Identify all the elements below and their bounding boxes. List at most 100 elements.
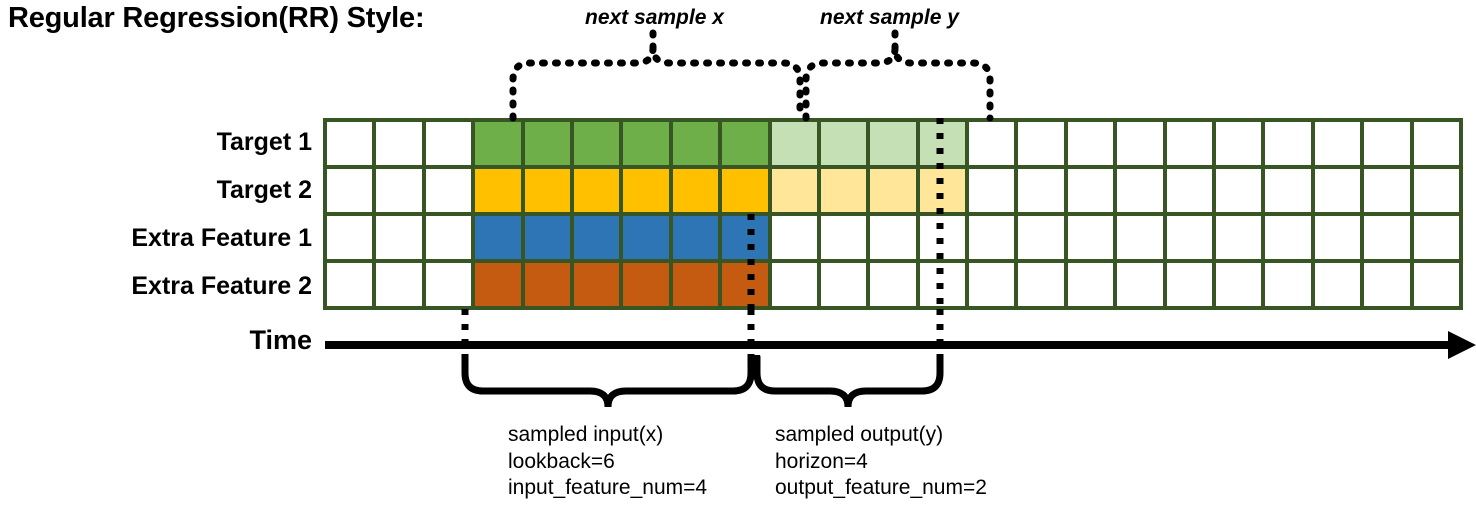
grid-cell (1117, 122, 1167, 165)
grid-row-extra-feature-2 (327, 263, 1459, 306)
grid-cell (1413, 122, 1459, 165)
grid-cell (1364, 122, 1414, 165)
grid-row-extra-feature-1 (327, 216, 1459, 263)
grid-cell (672, 216, 723, 259)
grid-cell (1413, 216, 1459, 259)
grid-cell (623, 263, 673, 306)
grid-cell (573, 263, 624, 306)
grid-cell (573, 122, 624, 165)
grid-cell (1216, 263, 1266, 306)
timeseries-grid (323, 118, 1463, 310)
grid-guide-layer (747, 118, 944, 310)
grid-cell (820, 122, 871, 165)
grid-cell (376, 216, 426, 259)
row-label-extra-feature-1: Extra Feature 1 (131, 224, 312, 252)
grid-cell (327, 169, 377, 212)
brace-sampled-output (753, 355, 944, 408)
grid-cell (1018, 263, 1068, 306)
grid-cell (672, 122, 723, 165)
grid-cell (820, 263, 871, 306)
row-label-target-2: Target 2 (216, 176, 312, 204)
grid-cell (870, 263, 920, 306)
grid-cell (1364, 169, 1414, 212)
annotation-next-sample-x: next sample x (585, 6, 724, 29)
grid-cell (672, 169, 723, 212)
grid-cell (1018, 216, 1068, 259)
grid-cell (1018, 122, 1068, 165)
grid-cell (820, 169, 871, 212)
grid-cell (722, 122, 772, 165)
grid-cell (820, 216, 871, 259)
grid-cell (425, 122, 476, 165)
grid-cell (1314, 122, 1365, 165)
grid-cell (1067, 216, 1118, 259)
grid-cell (623, 216, 673, 259)
grid-cell (919, 263, 970, 306)
grid-cell (376, 169, 426, 212)
grid-cell (969, 216, 1019, 259)
brace-next-sample-y (802, 47, 994, 122)
grid-cell (870, 122, 920, 165)
grid-cell (870, 169, 920, 212)
grid-cell (870, 216, 920, 259)
grid-cell (722, 263, 772, 306)
annotation-sampled-input-line-1: sampled input(x) (508, 423, 664, 446)
grid-cell (1265, 122, 1315, 165)
grid-cell (524, 263, 574, 306)
grid-cell (771, 263, 821, 306)
grid-cell (425, 169, 476, 212)
brace-sampled-input (461, 355, 755, 408)
annotation-sampled-output-line-3: output_feature_num=2 (775, 476, 987, 500)
grid-row-target-2 (327, 169, 1459, 216)
grid-cell (919, 216, 970, 259)
grid-cell (1166, 122, 1217, 165)
grid-cell (623, 169, 673, 212)
grid-cell (1314, 263, 1365, 306)
annotation-sampled-output-line-2: horizon=4 (775, 449, 868, 473)
annotation-next-sample-y: next sample y (820, 6, 959, 29)
grid-cell (524, 216, 574, 259)
annotation-sampled-output: sampled output(y) horizon=4 output_featu… (775, 422, 987, 502)
grid-cell (771, 169, 821, 212)
grid-cell (1216, 122, 1266, 165)
grid-cell (524, 169, 574, 212)
grid-cell (623, 122, 673, 165)
grid-cell (1067, 169, 1118, 212)
grid-cell (1216, 169, 1266, 212)
grid-cell (327, 122, 377, 165)
grid-cell (475, 122, 525, 165)
grid-cell (919, 122, 970, 165)
grid-cell (1166, 263, 1217, 306)
grid-cell (327, 216, 377, 259)
grid-cell (1413, 169, 1459, 212)
annotation-sampled-input-line-2: lookback=6 (508, 449, 615, 473)
annotation-sampled-output-line-1: sampled output(y) (775, 423, 944, 446)
grid-row-target-1 (327, 122, 1459, 169)
grid-cell (771, 216, 821, 259)
grid-cell (722, 169, 772, 212)
grid-cell (1413, 263, 1459, 306)
grid-cell (919, 169, 970, 212)
grid-cell (1166, 169, 1217, 212)
row-label-target-1: Target 1 (216, 128, 312, 156)
annotation-sampled-input: sampled input(x) lookback=6 input_featur… (508, 422, 707, 502)
brace-next-sample-x (509, 47, 804, 122)
grid-cell (1364, 263, 1414, 306)
grid-cell (672, 263, 723, 306)
grid-cell (1314, 169, 1365, 212)
grid-cell (1166, 216, 1217, 259)
time-axis-label: Time (249, 325, 312, 355)
grid-cell (1216, 216, 1266, 259)
grid-cell (969, 263, 1019, 306)
annotation-sampled-input-line-3: input_feature_num=4 (508, 476, 708, 500)
grid-cell (1117, 169, 1167, 212)
grid-cell (1265, 263, 1315, 306)
grid-cell (475, 216, 525, 259)
grid-cell (1018, 169, 1068, 212)
grid-cell (722, 216, 772, 259)
time-arrow-head (1448, 331, 1476, 359)
grid-cell (573, 169, 624, 212)
row-label-extra-feature-2: Extra Feature 2 (131, 272, 312, 300)
grid-cell (327, 263, 377, 306)
